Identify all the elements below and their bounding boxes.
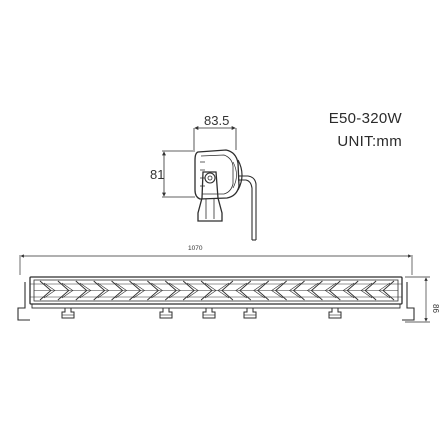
- mounting-foot: [61, 308, 75, 319]
- bar-height-label: 86: [431, 304, 440, 313]
- chevron-optic: [275, 280, 287, 301]
- bar-length-label: 1070: [188, 245, 203, 252]
- chevron-optic-inner: [115, 282, 128, 299]
- chevron-optic-inner: [204, 282, 217, 299]
- model-number: E50-320W: [328, 110, 402, 127]
- led-chevron-row: [39, 280, 395, 301]
- chevron-optic: [200, 280, 213, 301]
- chevron-optic: [93, 280, 106, 301]
- mounting-foot: [243, 308, 257, 319]
- mounting-feet: [61, 308, 342, 319]
- chevron-optic-inner: [289, 282, 301, 299]
- mounting-foot: [328, 308, 342, 319]
- chevron-optic: [346, 280, 359, 301]
- chevron-optic-inner: [306, 282, 319, 299]
- side-height-label: 81: [150, 167, 164, 182]
- chevron-optic-inner: [169, 282, 181, 299]
- chevron-optic: [182, 280, 195, 301]
- chevron-optic-inner: [217, 282, 230, 299]
- chevron-optic: [165, 280, 177, 301]
- chevron-optic: [221, 280, 234, 301]
- chevron-optic-inner: [271, 282, 283, 299]
- side-width-label: 83.5: [204, 113, 229, 128]
- unit-label: UNIT:mm: [337, 133, 402, 150]
- chevron-optic: [111, 280, 124, 301]
- chevron-optic-inner: [79, 282, 92, 299]
- chevron-optic-inner: [97, 282, 110, 299]
- side-view: 83.5 81: [150, 113, 257, 241]
- chevron-optic: [57, 280, 70, 301]
- chevron-optic: [310, 280, 323, 301]
- chevron-optic: [257, 280, 269, 301]
- chevron-optic-inner: [253, 282, 265, 299]
- chevron-optic-inner: [235, 282, 247, 299]
- chevron-optic-inner: [360, 282, 373, 299]
- chevron-optic: [382, 280, 395, 301]
- chevron-optic-inner: [61, 282, 74, 299]
- chevron-optic-inner: [342, 282, 355, 299]
- chevron-optic-inner: [378, 282, 391, 299]
- chevron-optic: [364, 280, 377, 301]
- mounting-foot: [202, 308, 216, 319]
- chevron-optic: [147, 280, 159, 301]
- chevron-optic-inner: [187, 282, 199, 299]
- chevron-optic: [292, 280, 305, 301]
- chevron-optic: [39, 280, 52, 301]
- chevron-optic-inner: [133, 282, 145, 299]
- chevron-optic: [239, 280, 252, 301]
- chevron-optic-inner: [324, 282, 337, 299]
- chevron-optic-inner: [43, 282, 56, 299]
- front-view: 1070 86: [17, 245, 440, 323]
- chevron-optic: [129, 280, 142, 301]
- mounting-foot: [159, 308, 173, 319]
- chevron-optic-inner: [151, 282, 163, 299]
- chevron-optic: [75, 280, 88, 301]
- chevron-optic: [328, 280, 341, 301]
